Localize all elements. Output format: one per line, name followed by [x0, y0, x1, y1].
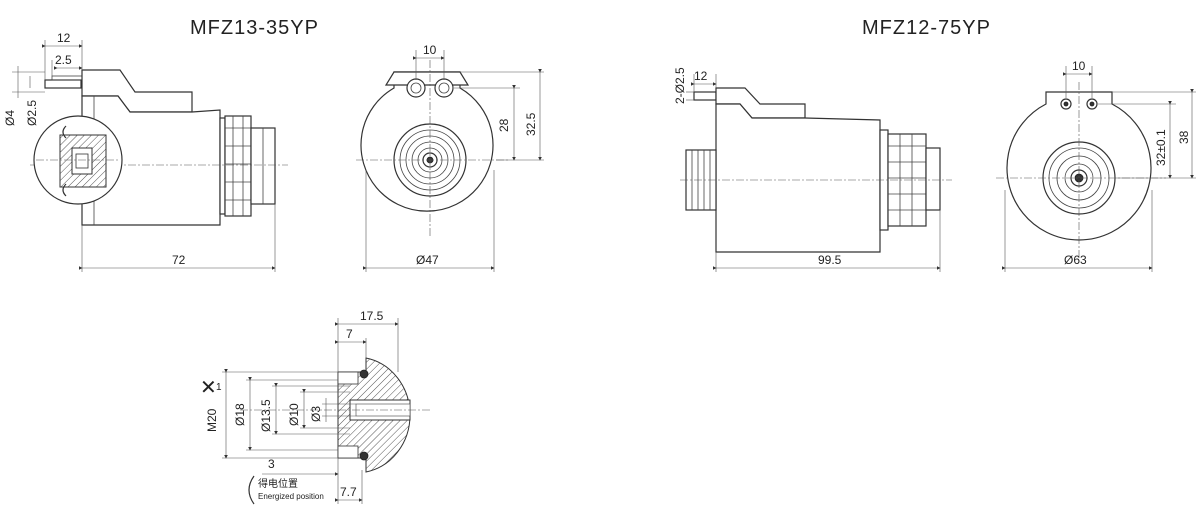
detail-section: 17.5 7 M20 ✕ 1 Ø18 Ø13.5 Ø10 Ø3 3 7.7 得电…	[200, 309, 430, 505]
mfz12-side-view: 12 2-Ø2.5 99.5	[673, 67, 952, 272]
mfz12-front-dim-38: 38	[1177, 130, 1191, 144]
energized-cn-label: 得电位置	[258, 477, 298, 490]
mfz12-front-dim-dia63: Ø63	[1064, 253, 1087, 267]
detail-dim-dia13-5: Ø13.5	[259, 399, 273, 432]
detail-thread-x: ✕	[200, 377, 218, 399]
energized-en-label: Energized position	[258, 492, 324, 501]
mfz13-dim-72: 72	[172, 253, 186, 267]
mfz13-dim-2-5: 2.5	[55, 53, 72, 67]
mfz12-front-view: 10 32±0.1 38 Ø63	[996, 59, 1196, 272]
mfz13-dim-12: 12	[57, 31, 71, 45]
mfz12-dim-12: 12	[694, 69, 708, 83]
mfz13-front-dim-dia47: Ø47	[416, 253, 439, 267]
mfz13-side-view: 12 2.5 Ø4 Ø2.5 72	[3, 31, 288, 272]
mfz13-front-dim-10: 10	[423, 43, 437, 57]
mfz12-front-dim-32: 32±0.1	[1154, 129, 1168, 166]
title-mfz13: MFZ13-35YP	[190, 17, 319, 39]
mfz12-dim-99-5: 99.5	[818, 253, 842, 267]
detail-dim-3: 3	[268, 457, 275, 471]
detail-dim-dia3: Ø3	[309, 406, 323, 422]
mfz12-front-dim-10: 10	[1072, 59, 1086, 73]
mfz13-front-dim-32-5: 32.5	[524, 112, 538, 136]
mfz12-dim-pins: 2-Ø2.5	[673, 67, 687, 104]
mfz13-front-dim-28: 28	[497, 118, 511, 132]
mfz13-dim-dia2-5: Ø2.5	[25, 100, 39, 126]
detail-dim-dia10: Ø10	[287, 403, 301, 426]
detail-dim-m20: M20	[205, 408, 219, 432]
detail-dim-dia18: Ø18	[233, 403, 247, 426]
mfz13-front-view: 10 28 32.5 Ø47	[356, 43, 544, 272]
detail-dim-7-7: 7.7	[340, 485, 357, 499]
detail-dim-17-5: 17.5	[360, 309, 384, 323]
detail-dim-7: 7	[346, 327, 353, 341]
detail-thread-pitch: 1	[216, 382, 222, 393]
title-mfz12: MFZ12-75YP	[862, 17, 991, 39]
mfz13-dim-dia4: Ø4	[3, 110, 17, 126]
